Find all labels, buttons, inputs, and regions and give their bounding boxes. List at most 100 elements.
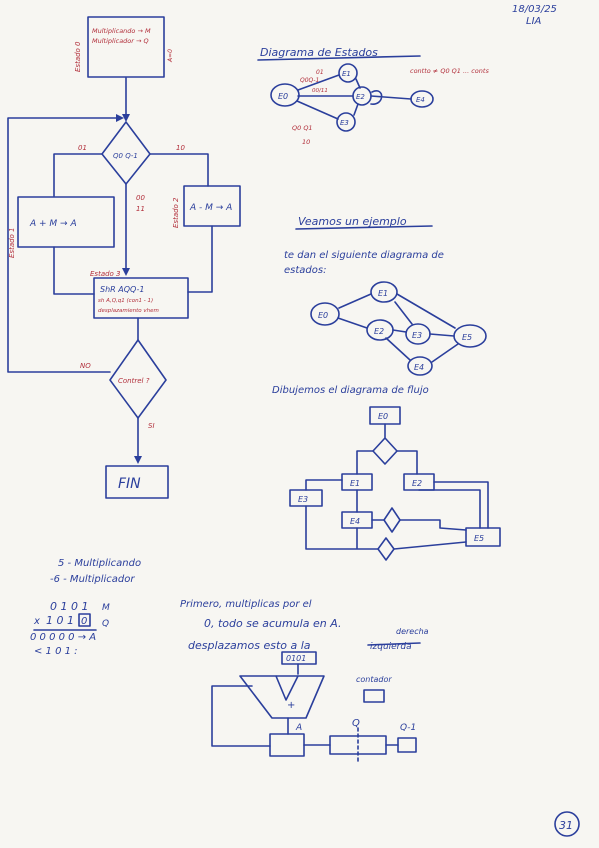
- example-node-e0: [310, 302, 340, 326]
- state-label-4: 10: [302, 138, 310, 146]
- multiplier-line: -6 - Multiplicador: [50, 574, 135, 585]
- example-node-e1: [370, 281, 398, 303]
- example-line-1: te dan el siguiente diagrama de: [284, 250, 444, 261]
- zero-row: 0 0 0 0 0 → A: [30, 632, 96, 643]
- last-row: < 1 0 1 :: [34, 646, 78, 657]
- flow-e3-label: E3: [298, 495, 308, 504]
- counter-text: contador: [356, 675, 392, 684]
- state-label-2: 00/11: [312, 88, 328, 94]
- si-label: SI: [148, 422, 155, 430]
- shift-box: [93, 277, 189, 319]
- branch-right-label: 10: [176, 144, 185, 152]
- state-label-1: 01: [316, 69, 324, 76]
- state-e0: [270, 83, 300, 107]
- example-edges: [337, 293, 459, 363]
- flow-diamonds-2: [377, 507, 401, 561]
- q-box: [78, 613, 91, 627]
- q-value: 1 0 1: [46, 614, 74, 627]
- page-number-circle: [554, 811, 580, 837]
- shift-box-text-3: desplazamiento vhem: [98, 308, 159, 314]
- start-box-text-1: Multiplicando → M: [92, 27, 151, 35]
- zero-label: A=0: [167, 49, 174, 63]
- title-underline: [257, 55, 421, 61]
- sub-box-text: A - M → A: [189, 203, 232, 213]
- example-node-e4: [407, 356, 433, 376]
- state-e1-label: E1: [342, 70, 351, 78]
- no-label: NO: [80, 362, 91, 370]
- loop-back-line: [7, 117, 121, 373]
- times-sign: x: [33, 616, 40, 627]
- flow-e1-label: E1: [350, 479, 360, 488]
- adder-plus: +: [287, 700, 295, 711]
- shift-box-text-2: sh A,Q,q1 (con1 - 1): [98, 298, 153, 304]
- bottom-line-3-insert: derecha: [396, 627, 429, 636]
- example-node-e4-label: E4: [414, 363, 424, 372]
- start-box-text-2: Multiplicador → Q: [92, 37, 149, 45]
- flow-heading: Dibujemos el diagrama de flujo: [272, 385, 429, 396]
- bottom-line-1: Primero, multiplicas por el: [180, 599, 312, 610]
- add-box-text: A + M → A: [29, 219, 77, 229]
- decision-label: Q0 Q-1: [113, 152, 138, 160]
- q1-label: Q-1: [400, 723, 416, 733]
- bottom-line-3-struck: izquierda: [370, 642, 412, 652]
- m-register: [281, 651, 317, 665]
- fin-box: [105, 465, 169, 499]
- adder-shape: [239, 675, 325, 719]
- m-value: 0 1 0 1: [50, 600, 88, 613]
- q1-register: [397, 737, 417, 753]
- example-node-e1-label: E1: [378, 289, 388, 298]
- q-boxed-digit: 0: [81, 616, 87, 627]
- add-box: [17, 196, 115, 248]
- state-e3-label: E3: [340, 119, 349, 127]
- flow-e5: [465, 527, 501, 547]
- flow-edges: [305, 479, 489, 550]
- state-diagram-title: Diagrama de Estados: [260, 46, 378, 59]
- example-heading: Veamos un ejemplo: [298, 215, 407, 228]
- m-label: M: [102, 603, 110, 613]
- flow-e2-label: E2: [412, 479, 422, 488]
- q-register-label: Q: [352, 718, 360, 729]
- example-line-2: estados:: [284, 265, 326, 276]
- state-e4-label: E4: [416, 96, 425, 104]
- example-node-e5-label: E5: [462, 333, 472, 342]
- state-label-3: Q0 Q1: [292, 124, 313, 132]
- fin-text: FIN: [118, 476, 141, 492]
- estado0-label: Estado 0: [74, 41, 82, 72]
- start-box: [87, 16, 165, 78]
- state-label-0: Q0Q-1: [300, 77, 319, 84]
- estado1-label: Estado 1: [8, 227, 16, 258]
- multiplicand-line: 5 - Multiplicando: [58, 558, 141, 569]
- example-node-e0-label: E0: [318, 311, 328, 320]
- branch-left-line: [53, 153, 103, 197]
- estado2-label: Estado 2: [172, 197, 180, 228]
- example-node-e2-label: E2: [374, 327, 384, 336]
- arrow-head: [122, 114, 130, 122]
- branch-left-label: 01: [78, 144, 87, 152]
- flow-e0-label: E0: [378, 412, 388, 421]
- state-e2-label: E2: [356, 93, 365, 101]
- counter-label: Contrel ?: [118, 377, 150, 385]
- flow-e4-label: E4: [350, 517, 360, 526]
- page-number: 31: [559, 819, 573, 832]
- a-register: [269, 733, 305, 757]
- flow-diamond-1: [372, 423, 398, 465]
- m-register-value: 0101: [286, 654, 306, 663]
- state-label-5: contto ≠ Q0 Q1 ... conts: [410, 67, 489, 75]
- counter-box: [363, 689, 385, 703]
- a-label: A: [295, 723, 302, 733]
- state-e3: [336, 112, 356, 132]
- state-e0-label: E0: [278, 92, 288, 101]
- state-e1: [338, 63, 358, 83]
- shift-box-text-1: ShR AQQ-1: [100, 285, 144, 294]
- q-label: Q: [102, 619, 109, 629]
- feedback-line: [211, 685, 271, 747]
- branch-mid-2: 11: [136, 205, 145, 213]
- bottom-line-3a: desplazamos esto a la: [188, 639, 311, 652]
- example-node-e3-label: E3: [412, 331, 422, 340]
- bottom-line-2: 0, todo se acumula en A.: [204, 617, 341, 630]
- branch-mid-1: 00: [136, 194, 145, 202]
- flow-e5-label: E5: [474, 534, 484, 543]
- strike-line: [367, 642, 421, 646]
